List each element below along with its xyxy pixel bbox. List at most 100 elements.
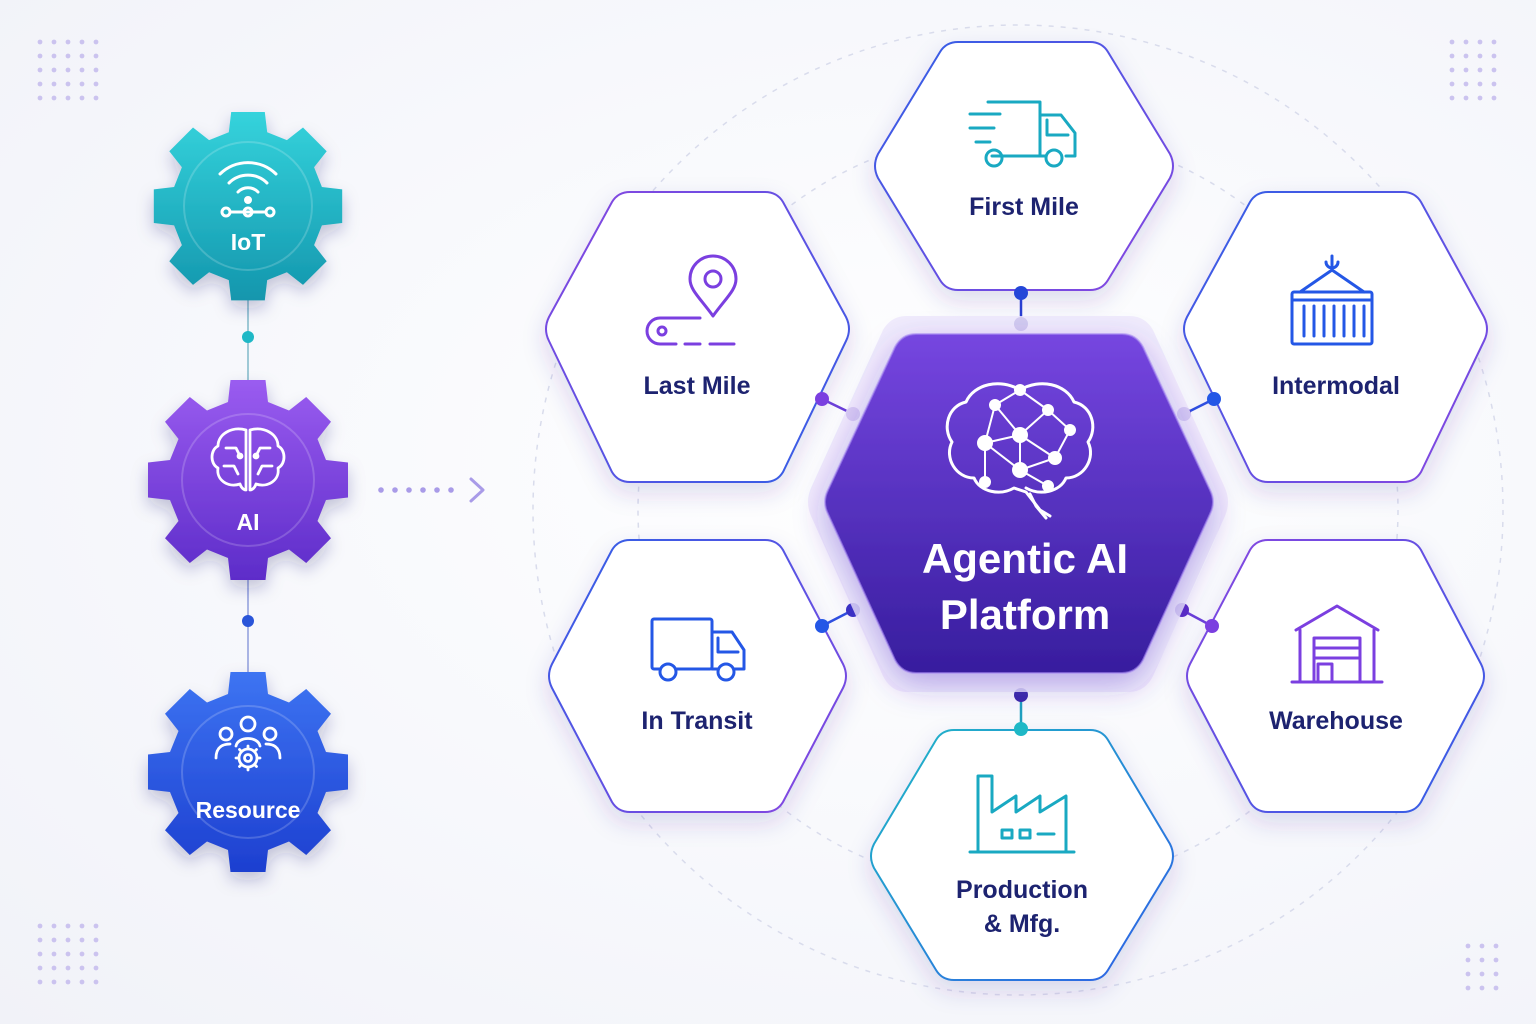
decor-dot <box>1491 67 1497 73</box>
decor-dot-grid-top-right <box>1449 39 1497 101</box>
decor-dot <box>1465 971 1471 977</box>
node-intermodal-label: Intermodal <box>1272 372 1400 400</box>
node-last-mile[interactable] <box>545 191 850 483</box>
node-production[interactable] <box>870 729 1174 981</box>
decor-dot <box>37 951 43 957</box>
gear-shape <box>148 672 348 872</box>
gear-shape <box>153 112 343 301</box>
decor-dot <box>1449 39 1455 45</box>
decor-dot <box>51 95 57 101</box>
decor-dot-grid-bottom-right <box>1465 943 1499 991</box>
decor-dot <box>1449 95 1455 101</box>
node-warehouse-label: Warehouse <box>1269 707 1403 735</box>
shipping-container-icon <box>1290 254 1374 346</box>
decor-dot <box>1477 67 1483 73</box>
center-title-line2: Platform <box>940 591 1110 638</box>
decor-dot <box>51 53 57 59</box>
decor-dot <box>37 95 43 101</box>
decor-dot <box>1449 67 1455 73</box>
node-production-label-line1: Production <box>956 876 1088 904</box>
decor-dot <box>79 951 85 957</box>
decor-dot <box>1479 943 1485 949</box>
gear-resource[interactable]: Resource <box>148 672 348 872</box>
decor-dot <box>37 53 43 59</box>
fast-truck-icon <box>968 100 1077 168</box>
decor-dot <box>51 39 57 45</box>
decor-dot <box>1477 39 1483 45</box>
decor-dot <box>65 937 71 943</box>
decor-dot <box>1477 53 1483 59</box>
decor-dot <box>1463 39 1469 45</box>
node-in-transit-label: In Transit <box>641 707 753 735</box>
decor-dot <box>65 95 71 101</box>
decor-dot <box>65 951 71 957</box>
decor-dot <box>79 81 85 87</box>
neural-brain-network <box>977 384 1076 492</box>
decor-dot <box>93 951 99 957</box>
decor-dot <box>65 979 71 985</box>
gear-iot[interactable]: IoT <box>153 112 343 301</box>
decor-dot <box>1463 53 1469 59</box>
node-intermodal[interactable] <box>1183 191 1488 483</box>
decor-dot <box>93 979 99 985</box>
node-last-mile-label: Last Mile <box>644 372 751 400</box>
decor-dot <box>65 39 71 45</box>
decor-dot <box>1465 985 1471 991</box>
center-title-line1: Agentic AI <box>922 535 1128 582</box>
decor-dot <box>79 67 85 73</box>
neural-brain-icon <box>945 382 1095 520</box>
decor-dot <box>79 937 85 943</box>
decor-dot <box>79 95 85 101</box>
node-warehouse[interactable] <box>1186 539 1485 813</box>
decor-dot-grid-bottom-left <box>37 923 99 985</box>
decor-dot-grid-top-left <box>37 39 99 101</box>
gear-ai[interactable]: AI <box>148 380 348 580</box>
warehouse-icon <box>1290 604 1384 684</box>
decor-dot <box>93 81 99 87</box>
gear-resource-label: Resource <box>196 797 301 823</box>
decor-dot <box>93 67 99 73</box>
decor-dot <box>1479 971 1485 977</box>
decor-dot <box>1491 95 1497 101</box>
decor-dot <box>93 965 99 971</box>
decor-dot <box>79 923 85 929</box>
decor-dot <box>93 95 99 101</box>
decor-dot <box>1493 971 1499 977</box>
decor-dot <box>65 67 71 73</box>
decor-dot <box>79 39 85 45</box>
decor-dot <box>1479 985 1485 991</box>
decor-dot <box>51 965 57 971</box>
team-gear-icon <box>214 715 282 772</box>
decor-dot <box>1493 985 1499 991</box>
decor-dot <box>79 979 85 985</box>
center-platform[interactable]: Agentic AI Platform <box>808 316 1228 692</box>
node-first-mile-label: First Mile <box>969 193 1079 221</box>
decor-dot <box>1463 81 1469 87</box>
factory-icon <box>968 774 1076 854</box>
decor-dot <box>37 979 43 985</box>
decor-dot <box>51 923 57 929</box>
decor-dot <box>1465 957 1471 963</box>
decor-dot <box>51 67 57 73</box>
decor-dot <box>65 81 71 87</box>
decor-dot <box>1491 81 1497 87</box>
flow-arrow <box>378 477 485 503</box>
node-in-transit[interactable] <box>548 539 847 813</box>
decor-dot <box>37 937 43 943</box>
gear-ai-label: AI <box>237 509 260 535</box>
decor-dot <box>51 937 57 943</box>
decor-dot <box>37 81 43 87</box>
decor-dot <box>65 965 71 971</box>
decor-dot <box>79 965 85 971</box>
decor-dot <box>1449 81 1455 87</box>
decor-dot <box>1463 95 1469 101</box>
decor-dot <box>65 923 71 929</box>
decor-dot <box>1491 39 1497 45</box>
decor-dot <box>37 965 43 971</box>
node-first-mile[interactable] <box>874 41 1174 291</box>
decor-dot <box>93 937 99 943</box>
decor-dot <box>93 923 99 929</box>
gear-connectors <box>242 300 254 672</box>
gear-iot-label: IoT <box>231 229 266 255</box>
gear-shape <box>148 380 348 580</box>
